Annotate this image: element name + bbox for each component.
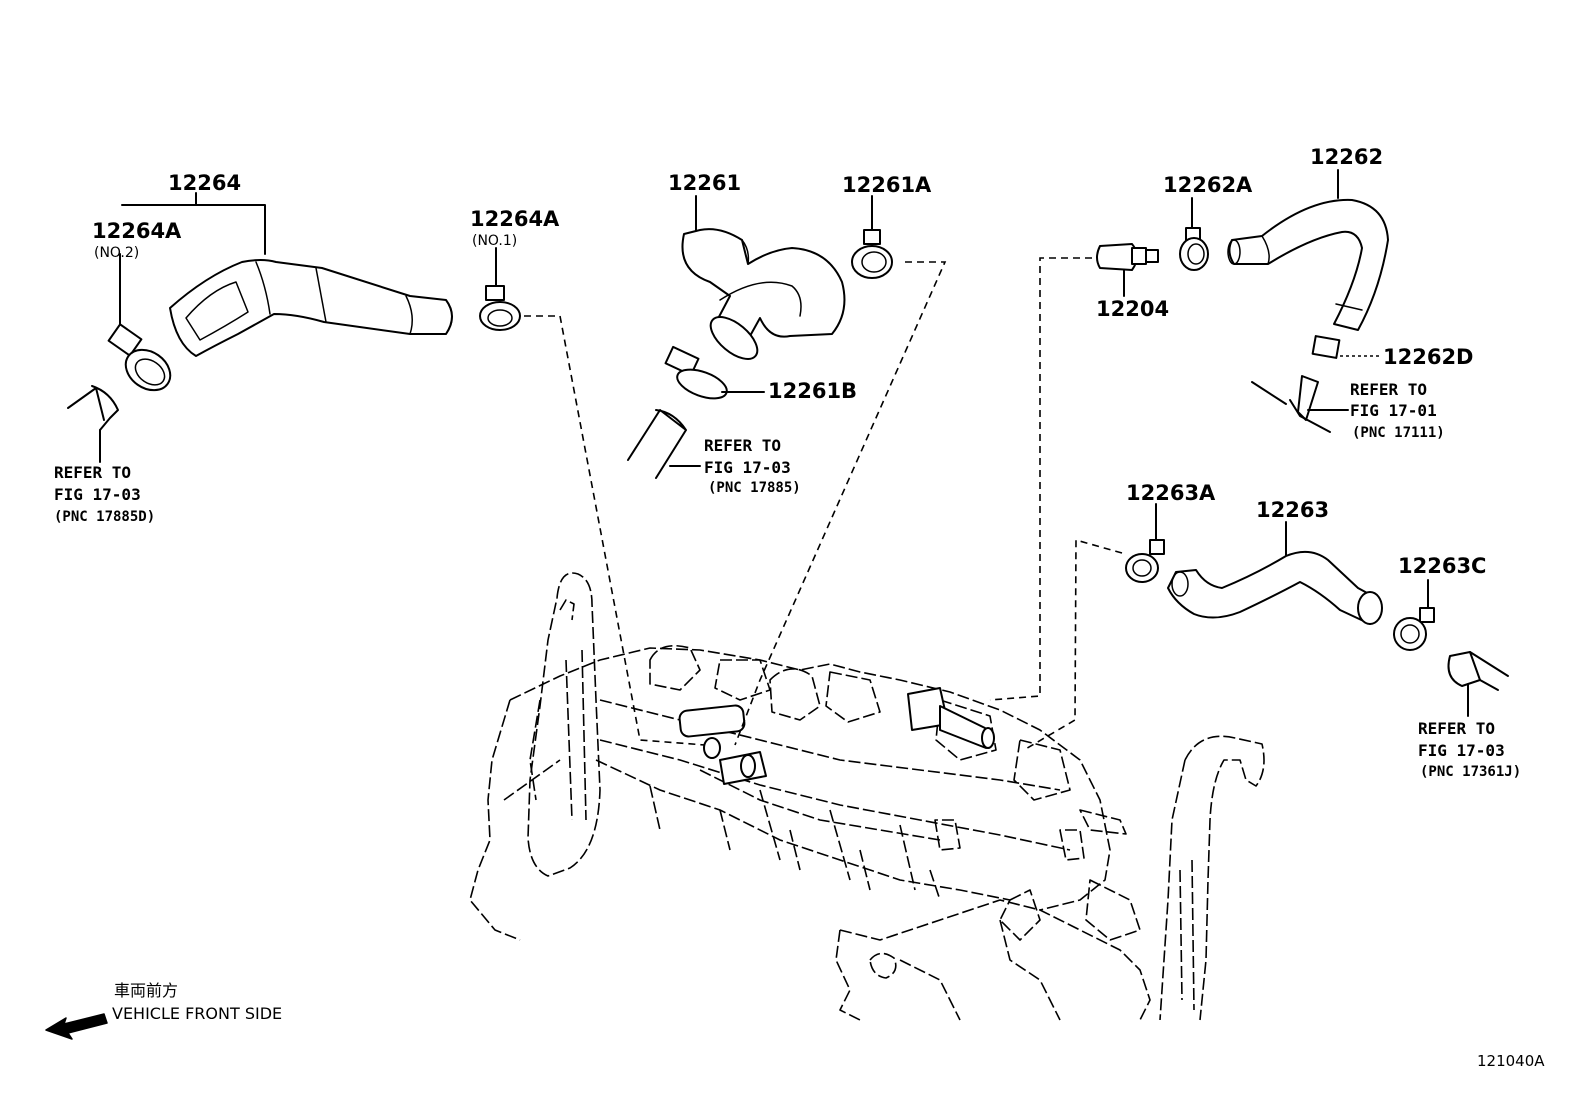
ref-pnc: (PNC 17361J) [1420,764,1521,780]
clamp-12263C [1393,579,1509,717]
label-12261B: 12261B [768,379,857,403]
label-12262D: 12262D [1383,345,1474,369]
hose-12263 [1167,521,1383,625]
ref-line: REFER TO [54,463,131,482]
label-12204: 12204 [1096,297,1169,321]
ref-line: REFER TO [1418,719,1495,738]
label-12261: 12261 [668,171,741,195]
left-arrow-icon [45,1013,108,1040]
ref-line: FIG 17-03 [54,485,141,504]
label-12261A: 12261A [842,173,932,197]
ref-line: REFER TO [1350,380,1427,399]
ref-note-17885: REFER TO FIG 17-03 (PNC 17885) [704,436,801,496]
figure-code: 121040A [1477,1052,1545,1070]
front-label-jp: 車両前方 [114,981,178,1000]
label-12263C: 12263C [1398,554,1486,578]
clamp-12263A [1125,503,1165,583]
ref-line: FIG 17-01 [1350,401,1437,420]
vehicle-front-indicator: 車両前方 VEHICLE FRONT SIDE [45,981,282,1040]
label-12264A-no2-sub: (NO.2) [94,245,139,261]
engine-outline [469,572,1265,1021]
clamp-12262A [1179,197,1209,271]
label-12262A: 12262A [1163,173,1253,197]
label-12263: 12263 [1256,498,1329,522]
label-12264A-no2: 12264A [92,219,182,243]
ref-pnc: (PNC 17885) [708,480,801,496]
clamp-12261A [851,195,893,279]
hose-12262 [1227,169,1389,433]
hose-12261 [627,195,846,479]
part-labels: 12264 12264A (NO.2) 12264A (NO.1) 12261 … [92,145,1486,578]
ref-line: REFER TO [704,436,781,455]
clamp-12264A-no1 [479,247,521,331]
ref-note-17885D: REFER TO FIG 17-03 (PNC 17885D) [54,463,155,525]
ref-pnc: (PNC 17885D) [54,509,155,525]
ref-note-17361J: REFER TO FIG 17-03 (PNC 17361J) [1418,719,1521,780]
hose-12264 [67,192,453,463]
valve-12204 [1096,243,1159,297]
ref-line: FIG 17-03 [1418,741,1505,760]
ref-line: FIG 17-03 [704,458,791,477]
front-label-en: VEHICLE FRONT SIDE [112,1004,282,1023]
ref-note-17111: REFER TO FIG 17-01 (PNC 17111) [1350,380,1445,441]
label-12263A: 12263A [1126,481,1216,505]
leader-lines [524,257,1123,751]
ref-pnc: (PNC 17111) [1352,425,1445,441]
label-12264A-no1: 12264A [470,207,560,231]
label-12262: 12262 [1310,145,1383,169]
label-12264: 12264 [168,171,241,195]
engine-hose-fittings [678,687,995,785]
reference-notes: REFER TO FIG 17-03 (PNC 17885D) REFER TO… [54,380,1521,780]
label-12264A-no1-sub: (NO.1) [472,233,517,249]
